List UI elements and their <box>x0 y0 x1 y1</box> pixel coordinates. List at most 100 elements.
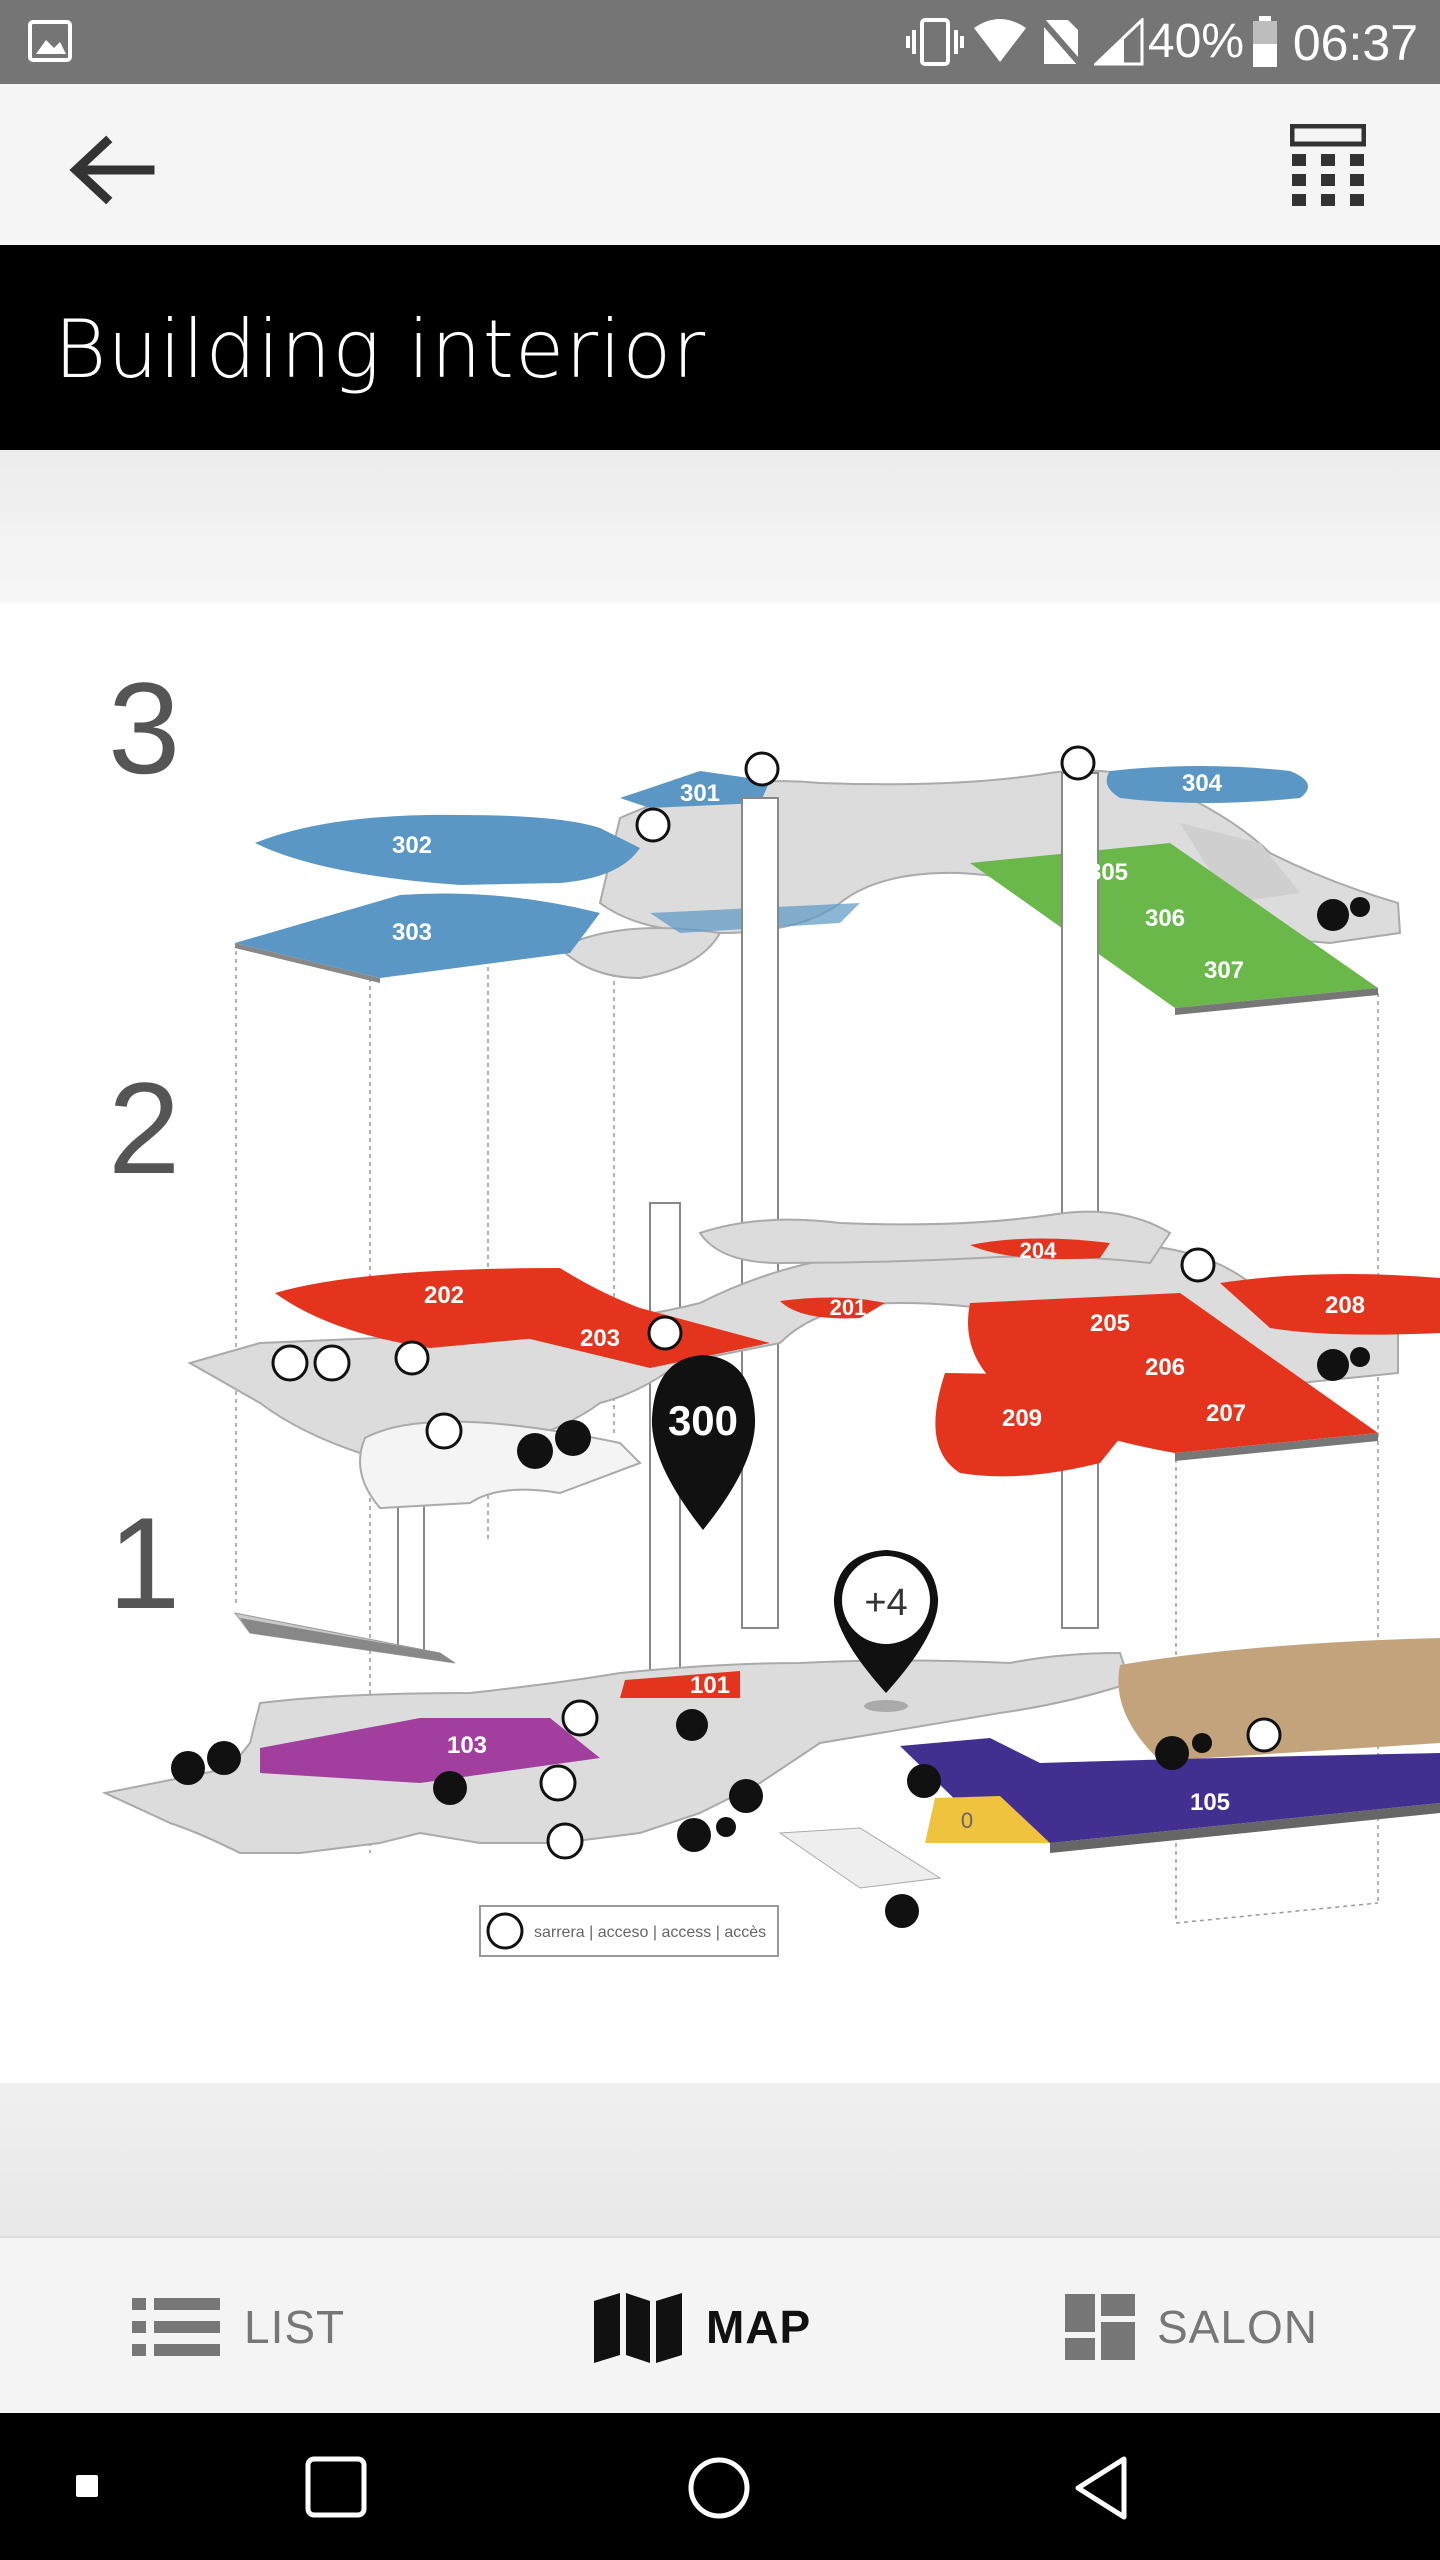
floor-plan-map[interactable]: 3 2 1 <box>0 603 1440 2083</box>
screen-icon <box>635 807 671 843</box>
pin-300[interactable]: 300 <box>651 1355 756 1530</box>
room-101[interactable] <box>620 1671 740 1698</box>
room-201[interactable] <box>780 1297 885 1319</box>
accessible-icon <box>1350 1347 1370 1367</box>
room-label-0: 0 <box>961 1808 973 1833</box>
room-203[interactable] <box>485 1308 770 1368</box>
page-header: Building interior <box>0 245 1440 450</box>
entrance-legend-text: sarrera | acceso | access | accès <box>534 1924 766 1941</box>
elevator-icon <box>744 751 780 787</box>
room-label-105: 105 <box>1190 1789 1230 1816</box>
nav-list[interactable]: LIST <box>132 2238 345 2415</box>
accessible-icon <box>1192 1733 1212 1753</box>
page-title: Building interior <box>54 303 707 396</box>
room-label-302: 302 <box>392 832 432 859</box>
restroom-icon <box>425 1412 463 1450</box>
room-304[interactable] <box>1106 766 1308 803</box>
restroom-icon <box>1317 899 1349 931</box>
vibrate-icon <box>906 18 964 66</box>
no-sim-icon <box>1038 16 1084 68</box>
restroom-icon <box>1155 1736 1189 1770</box>
battery-percent: 40% <box>1147 15 1244 68</box>
room-label-303: 303 <box>392 919 432 946</box>
nav-map[interactable]: MAP <box>592 2238 811 2415</box>
battery-icon <box>1253 16 1277 67</box>
level-3: 301 302 303 304 305 306 307 <box>235 745 1402 1694</box>
cloakroom-icon <box>539 1764 577 1802</box>
room-label-307: 307 <box>1204 957 1244 984</box>
room-103[interactable] <box>260 1718 600 1783</box>
list-icon <box>132 2297 220 2356</box>
map-bottom-padding <box>0 2083 1440 2236</box>
screen-icon <box>561 1699 599 1737</box>
level-label-3: 3 <box>108 655 180 801</box>
clock: 06:37 <box>1292 15 1418 71</box>
room-label-207: 207 <box>1206 1400 1246 1427</box>
atm-icon <box>433 1771 467 1805</box>
calculator-icon[interactable] <box>1290 124 1366 208</box>
map-icon <box>594 2292 682 2363</box>
accessible-icon <box>1350 897 1370 917</box>
room-105[interactable] <box>900 1738 1440 1843</box>
screen-icon <box>1180 1247 1216 1283</box>
room-303[interactable] <box>235 893 600 978</box>
image-icon <box>28 20 72 62</box>
entrance-icon <box>486 1912 524 1950</box>
accessible-icon <box>207 1741 241 1775</box>
room-208[interactable] <box>1220 1274 1440 1335</box>
room-label-301: 301 <box>680 780 720 807</box>
room-label-203: 203 <box>580 1325 620 1352</box>
level-1: 103 101 105 0 sarrera | acceso | access … <box>101 1612 1440 1957</box>
room-label-205: 205 <box>1090 1310 1130 1337</box>
arrow-up-icon <box>885 1894 919 1928</box>
nav-list-label: LIST <box>244 2300 346 2353</box>
atm-icon <box>907 1764 941 1798</box>
app-bar <box>0 84 1440 245</box>
home-button-icon[interactable] <box>686 2455 752 2521</box>
level-label-2: 2 <box>108 1055 180 1201</box>
wifi-icon <box>974 19 1026 62</box>
bottom-navigation: LIST MAP SALON <box>0 2236 1440 2415</box>
area-0[interactable] <box>925 1796 1050 1843</box>
room-209[interactable] <box>935 1373 1140 1477</box>
restroom-icon <box>1317 1349 1349 1381</box>
room-label-208: 208 <box>1325 1292 1365 1319</box>
room-label-204: 204 <box>1020 1238 1057 1263</box>
recent-small-icon[interactable] <box>76 2475 100 2499</box>
room-label-202: 202 <box>424 1282 464 1309</box>
back-button-icon[interactable] <box>1072 2455 1134 2521</box>
first-aid-icon <box>676 1709 708 1741</box>
restroom-icon <box>677 1818 711 1852</box>
room-label-103: 103 <box>447 1732 487 1759</box>
level-label-1: 1 <box>108 1490 180 1636</box>
room-label-209: 209 <box>1002 1405 1042 1432</box>
nav-map-label: MAP <box>706 2300 812 2353</box>
coffee-icon <box>313 1344 351 1382</box>
room-301[interactable] <box>620 771 770 808</box>
screen-icon <box>1246 1717 1282 1753</box>
building-map[interactable]: 3 2 1 <box>0 603 1440 2083</box>
nav-salon-label: SALON <box>1157 2300 1318 2353</box>
nav-salon[interactable]: SALON <box>1065 2238 1318 2415</box>
map-top-padding <box>0 450 1440 603</box>
room-label-101: 101 <box>690 1672 730 1699</box>
accessible-icon <box>517 1433 553 1469</box>
room-label-306: 306 <box>1145 905 1185 932</box>
computer-icon <box>546 1822 584 1860</box>
arrow-left-icon[interactable] <box>66 134 156 204</box>
pin-plus4[interactable]: +4 <box>833 1550 939 1712</box>
restaurant-icon <box>271 1344 309 1382</box>
overview-button-icon[interactable] <box>304 2455 370 2521</box>
room-label-304: 304 <box>1182 770 1223 797</box>
room-label-305: 305 <box>1088 859 1128 886</box>
arrow-up-left-icon <box>555 1420 591 1456</box>
entrance-legend <box>479 1905 779 1957</box>
dashboard-icon <box>1065 2293 1135 2360</box>
arrow-down-right-icon <box>171 1751 205 1785</box>
area-tan[interactable] <box>1118 1638 1440 1761</box>
elevator-icon <box>394 1340 430 1376</box>
status-bar: 40% 06:37 <box>0 0 1440 84</box>
room-302[interactable] <box>255 814 640 885</box>
level-2: 202 203 201 204 205 206 207 208 209 <box>187 1210 1440 1510</box>
room-204[interactable] <box>970 1238 1110 1260</box>
